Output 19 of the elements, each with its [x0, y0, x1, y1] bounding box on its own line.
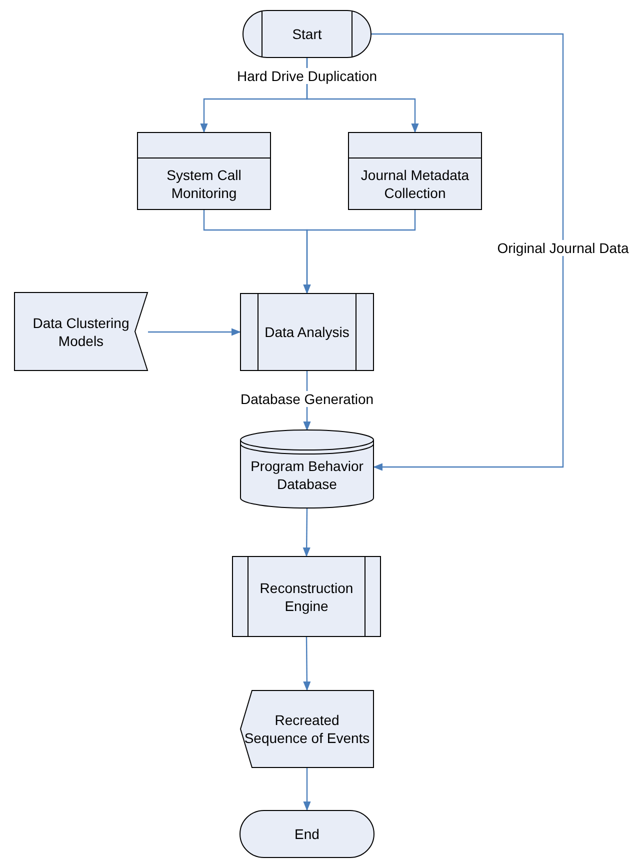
arrow	[371, 33, 564, 471]
arrow	[303, 637, 311, 691]
node-label: Reconstruction Engine	[258, 578, 354, 614]
arrow	[302, 508, 310, 557]
node-label: System Call Monitoring	[166, 166, 242, 202]
edge-label: Database Generation	[239, 391, 375, 407]
arrow	[303, 210, 416, 294]
edge-label: Original Journal Data	[496, 240, 630, 256]
arrow	[303, 768, 311, 811]
node-label: End	[294, 825, 320, 843]
arrow	[148, 328, 241, 336]
edge-label: Hard Drive Duplication	[236, 68, 378, 84]
node-label: Data Analysis	[264, 323, 350, 341]
arrow	[306, 58, 419, 133]
node-label: Start	[292, 25, 322, 43]
node-label: Recreated Sequence of Events	[244, 711, 370, 747]
node-label: Data Clustering Models	[32, 314, 130, 350]
node-label: Program Behavior Database	[250, 457, 364, 493]
node-label: Journal Metadata Collection	[360, 166, 470, 202]
